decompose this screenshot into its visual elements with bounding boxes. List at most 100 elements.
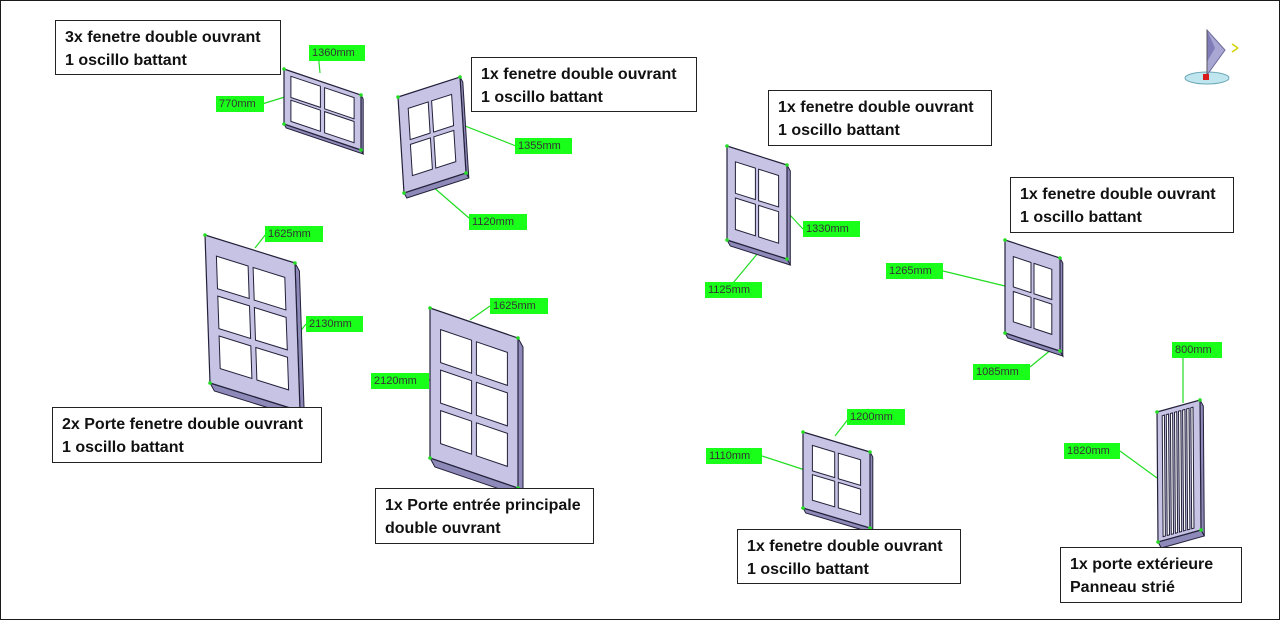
dimension-tag: 1125mm bbox=[705, 282, 762, 298]
main-entrance-door-model bbox=[428, 306, 525, 499]
dimension-tag: 1265mm bbox=[886, 263, 943, 279]
glass-pane bbox=[217, 295, 252, 340]
glass-pane bbox=[758, 168, 780, 208]
glass-pane bbox=[433, 129, 457, 169]
joinery-models bbox=[203, 67, 1206, 549]
window-model bbox=[396, 75, 470, 199]
dimension-tag: 2120mm bbox=[371, 373, 429, 389]
window-model bbox=[1003, 238, 1064, 358]
glass-pane bbox=[837, 481, 862, 516]
glass-pane bbox=[475, 381, 508, 427]
compass-orientation-icon bbox=[1184, 28, 1239, 85]
dimension-anchor-point bbox=[359, 148, 363, 152]
callout-window-e: 1x fenetre double ouvrant 1 oscillo batt… bbox=[737, 529, 961, 584]
dimension-tag: 2130mm bbox=[306, 316, 363, 332]
dimension-anchor-point bbox=[785, 257, 789, 261]
dimension-anchor-point bbox=[293, 261, 297, 265]
dimension-leader-line bbox=[732, 252, 759, 284]
dimension-anchor-point bbox=[208, 381, 212, 385]
dimension-leader-line bbox=[254, 233, 267, 249]
dimension-tag: 1625mm bbox=[265, 226, 323, 242]
dimension-tag: 1330mm bbox=[803, 221, 860, 237]
dimension-anchor-point bbox=[396, 95, 400, 99]
glass-pane bbox=[253, 306, 288, 351]
glass-pane bbox=[440, 328, 473, 374]
glass-pane bbox=[440, 409, 473, 455]
dimension-anchor-point bbox=[282, 122, 286, 126]
glass-pane bbox=[324, 110, 355, 144]
glass-pane bbox=[407, 101, 431, 141]
glass-pane bbox=[290, 99, 321, 132]
callout-french-doors: 2x Porte fenetre double ouvrant 1 oscill… bbox=[52, 407, 322, 463]
slat-groove bbox=[1186, 407, 1191, 531]
dimension-tag: 1120mm bbox=[469, 214, 527, 230]
glass-pane bbox=[475, 341, 508, 387]
dimension-anchor-point bbox=[428, 456, 432, 460]
callout-line1: 1x fenetre double ouvrant bbox=[481, 66, 677, 83]
glass-pane bbox=[1012, 290, 1032, 329]
glass-pane bbox=[734, 197, 756, 237]
glass-pane bbox=[734, 161, 756, 201]
leader-lines bbox=[254, 51, 1184, 479]
glass-pane bbox=[811, 474, 836, 508]
callout-line2: 1 oscillo battant bbox=[778, 122, 900, 139]
callout-line1: 1x fenetre double ouvrant bbox=[778, 99, 974, 116]
dimension-anchor-point bbox=[1058, 256, 1062, 260]
frame-side-face bbox=[517, 336, 524, 499]
glass-pane bbox=[1033, 297, 1053, 336]
dimension-anchor-point bbox=[1058, 349, 1062, 353]
slat-groove bbox=[1173, 411, 1179, 534]
callout-line1: 3x fenetre double ouvrant bbox=[65, 29, 261, 46]
dimension-anchor-point bbox=[359, 93, 363, 97]
glass-pane bbox=[811, 444, 836, 479]
window-model bbox=[801, 430, 874, 535]
callout-window-c: 1x fenetre double ouvrant 1 oscillo batt… bbox=[768, 90, 992, 146]
dimension-anchor-point bbox=[464, 171, 468, 175]
dimension-anchor-point bbox=[1155, 410, 1159, 414]
callout-line1: 1x Porte entrée principale bbox=[385, 497, 581, 514]
glass-pane bbox=[252, 266, 287, 311]
callout-line2: 1 oscillo battant bbox=[747, 561, 869, 578]
callout-line1: 1x porte extérieure bbox=[1070, 556, 1214, 573]
dimension-tag: 1110mm bbox=[706, 448, 762, 464]
glass-pane bbox=[440, 369, 473, 415]
callout-windows-3x: 3x fenetre double ouvrant 1 oscillo batt… bbox=[55, 20, 281, 75]
dimension-tag: 770mm bbox=[216, 96, 264, 112]
callout-line1: 1x fenetre double ouvrant bbox=[1020, 186, 1216, 203]
callout-line2: 1 oscillo battant bbox=[481, 89, 603, 106]
exterior-door-model bbox=[1155, 398, 1206, 549]
window-model bbox=[282, 67, 365, 155]
dimension-anchor-point bbox=[1198, 398, 1202, 402]
dimension-leader-line bbox=[469, 305, 491, 321]
dimension-anchor-point bbox=[1003, 238, 1007, 242]
slat-groove bbox=[1165, 413, 1171, 537]
dimension-leader-line bbox=[459, 123, 517, 147]
dimension-leader-line bbox=[834, 417, 850, 437]
dimension-anchor-point bbox=[868, 526, 872, 530]
dimension-anchor-point bbox=[1199, 528, 1203, 532]
dimension-anchor-point bbox=[725, 238, 729, 242]
slat-groove bbox=[1177, 409, 1183, 533]
callout-line2: 1 oscillo battant bbox=[1020, 209, 1142, 226]
slat-groove bbox=[1161, 414, 1166, 538]
dimension-anchor-point bbox=[725, 144, 729, 148]
callout-line2: 1 oscillo battant bbox=[62, 439, 184, 456]
dimension-anchor-point bbox=[282, 67, 286, 71]
glass-pane bbox=[1012, 255, 1032, 294]
dimension-tag: 800mm bbox=[1172, 342, 1222, 358]
dimension-anchor-point bbox=[801, 430, 805, 434]
window-model bbox=[725, 144, 792, 266]
glass-pane bbox=[1033, 262, 1053, 301]
slat-groove bbox=[1190, 406, 1195, 530]
frame-front-face bbox=[397, 76, 467, 194]
callout-line2: 1 oscillo battant bbox=[65, 52, 187, 69]
callout-line1: 1x fenetre double ouvrant bbox=[747, 538, 943, 555]
dimension-tag: 1200mm bbox=[847, 409, 905, 425]
callout-window-b: 1x fenetre double ouvrant 1 oscillo batt… bbox=[471, 57, 697, 112]
dimension-leader-line bbox=[431, 185, 470, 219]
dimension-anchor-point bbox=[402, 191, 406, 195]
glass-pane bbox=[409, 137, 433, 177]
glass-pane bbox=[475, 422, 508, 468]
callout-line1: 2x Porte fenetre double ouvrant bbox=[62, 416, 303, 433]
